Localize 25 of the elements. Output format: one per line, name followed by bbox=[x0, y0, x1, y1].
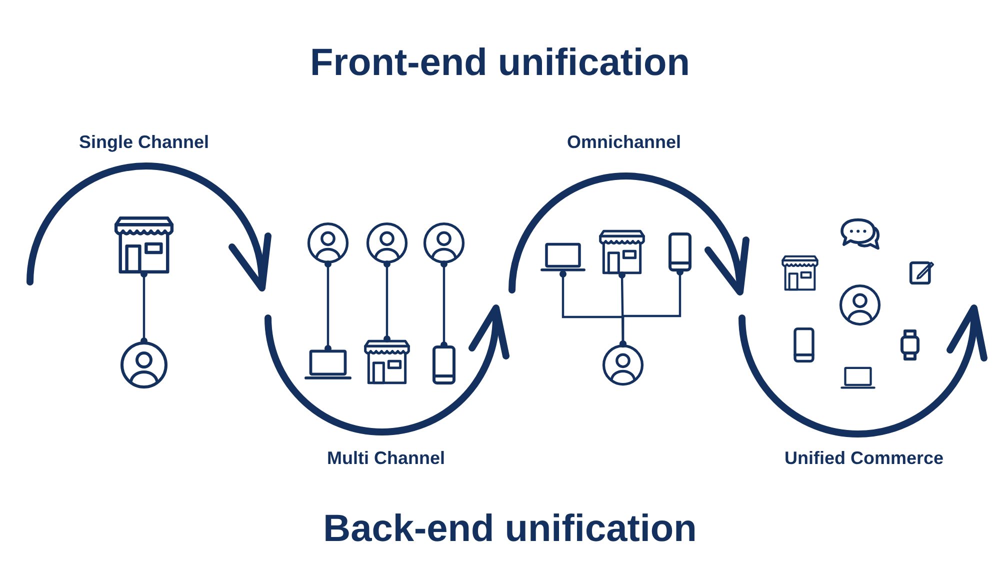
connector-line bbox=[383, 260, 391, 343]
person-icon bbox=[423, 222, 465, 264]
stage-label: Multi Channel bbox=[327, 448, 445, 469]
phone-icon bbox=[432, 345, 456, 385]
subtitle: Back-end unification bbox=[323, 508, 697, 551]
person-icon bbox=[839, 284, 881, 326]
person-icon bbox=[307, 222, 349, 264]
connector-line bbox=[324, 260, 332, 352]
laptop-icon bbox=[841, 366, 875, 390]
store-icon bbox=[780, 254, 820, 292]
store-icon bbox=[362, 339, 412, 385]
person-icon bbox=[602, 344, 644, 386]
phone-icon bbox=[793, 327, 815, 363]
person-icon bbox=[120, 341, 168, 389]
watch-icon bbox=[900, 329, 920, 361]
stage-label: Single Channel bbox=[78, 132, 210, 153]
stage-label: Unified Commerce bbox=[784, 448, 944, 469]
laptop-icon bbox=[305, 348, 351, 382]
stage-label: Omnichannel bbox=[566, 132, 682, 153]
title: Front-end unification bbox=[309, 42, 691, 85]
store-icon bbox=[597, 229, 647, 275]
phone-icon bbox=[668, 232, 692, 272]
person-icon bbox=[366, 222, 408, 264]
tablet-icon bbox=[909, 259, 935, 285]
laptop-icon bbox=[541, 242, 585, 274]
